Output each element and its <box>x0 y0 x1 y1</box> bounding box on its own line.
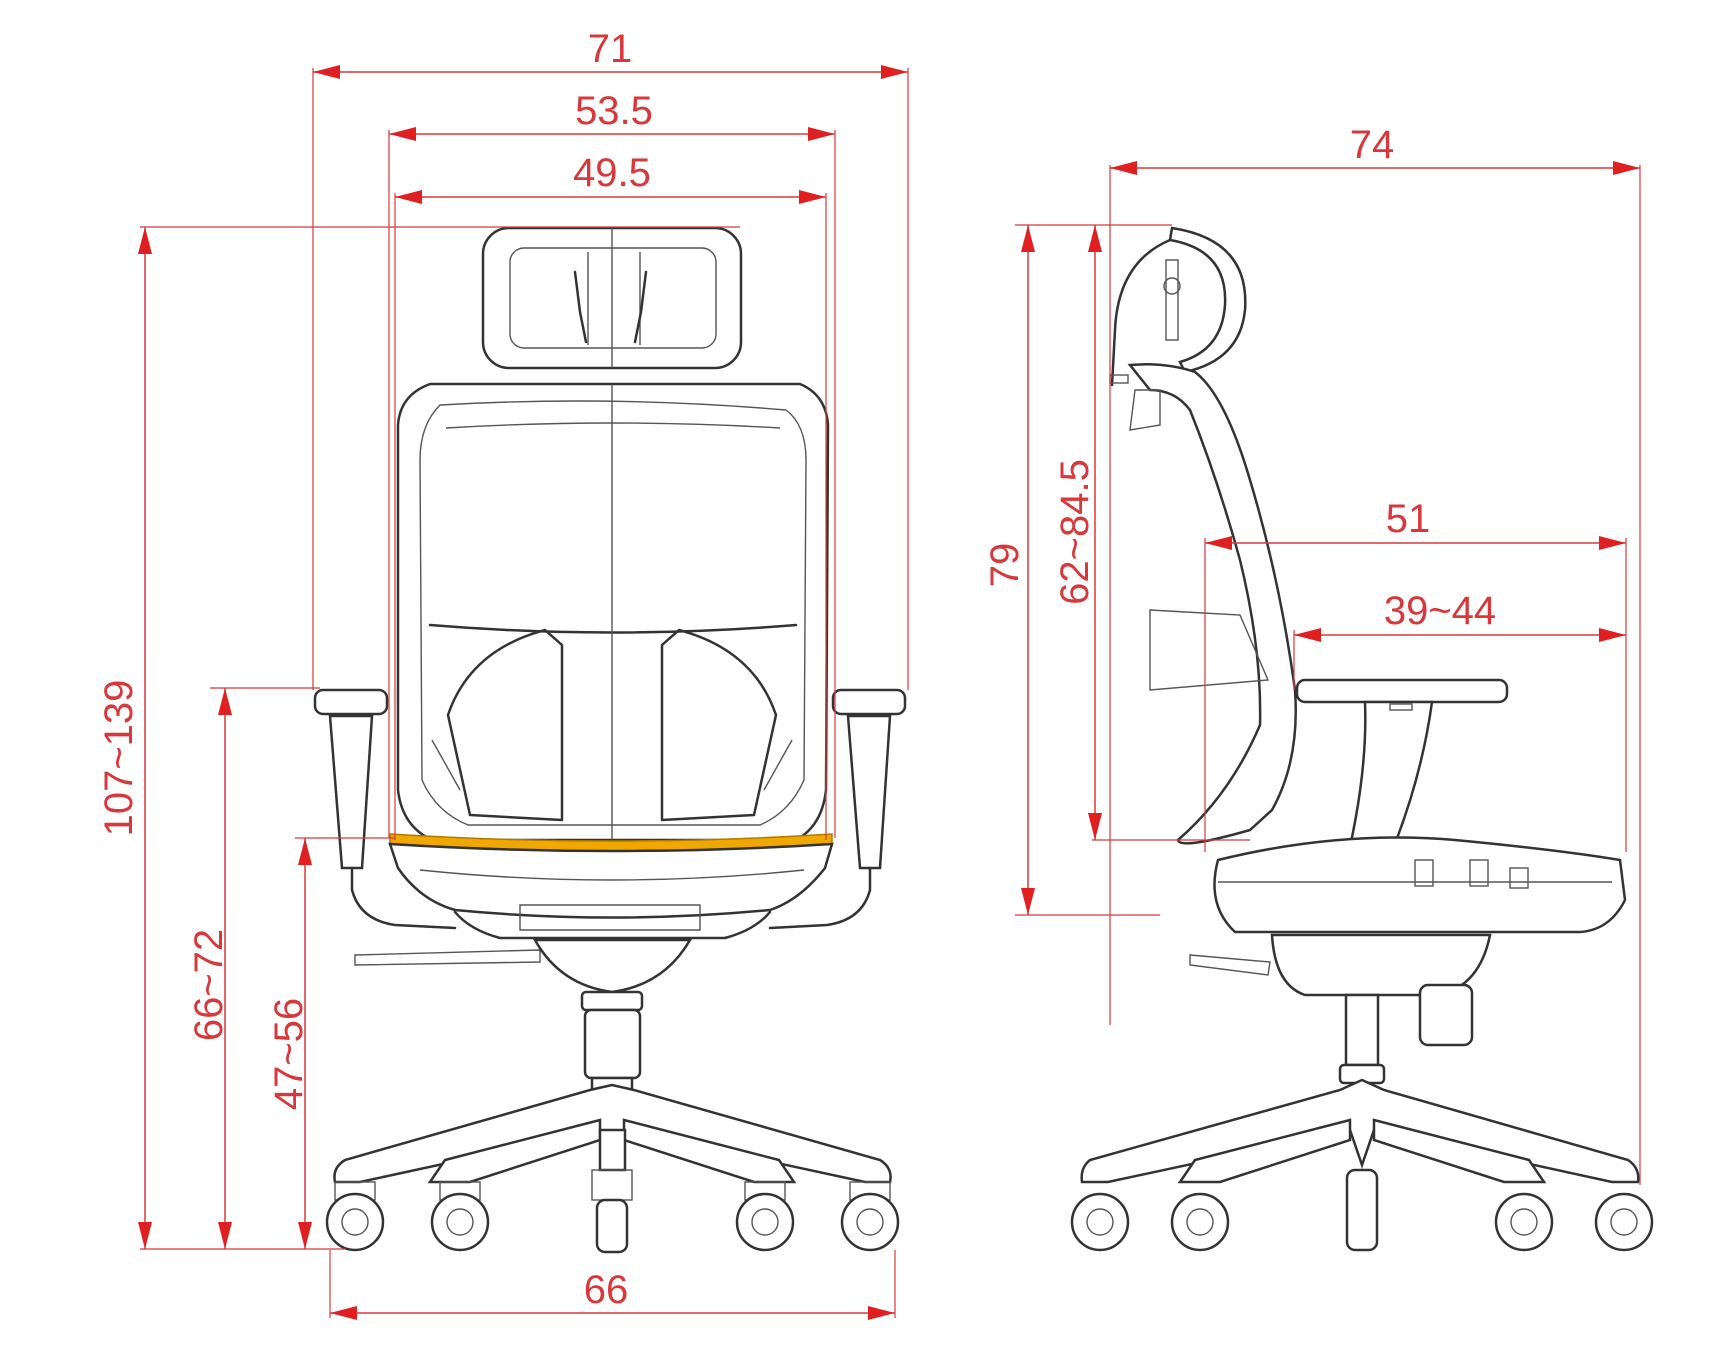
dim-79 <box>1021 225 1035 915</box>
side-base <box>1080 1078 1640 1184</box>
front-caster-2 <box>430 1181 490 1252</box>
label-back-height: 79 <box>983 543 1027 588</box>
side-mechanism <box>1189 933 1492 1047</box>
label-back-inner-width: 49.5 <box>573 151 651 195</box>
front-headrest <box>481 226 743 370</box>
dim-74 <box>1110 161 1640 175</box>
front-base <box>333 1083 892 1184</box>
label-overall-depth: 74 <box>1350 123 1395 167</box>
label-seat-height: 47~56 <box>267 998 311 1110</box>
front-caster-4 <box>735 1181 795 1252</box>
side-backrest <box>1127 363 1297 845</box>
label-armrest-height: 66~72 <box>187 929 231 1041</box>
dim-39-44 <box>1294 628 1626 642</box>
dim-47-56 <box>298 838 312 1249</box>
side-caster-2 <box>1170 1192 1230 1252</box>
dim-62-84-5 <box>1088 225 1102 840</box>
side-headrest <box>1109 226 1247 387</box>
dim-66-72 <box>218 688 232 1249</box>
label-back-outer-width: 53.5 <box>575 89 653 133</box>
side-seat <box>1213 836 1627 934</box>
dim-51 <box>1205 536 1626 550</box>
dim-66 <box>330 1306 895 1320</box>
front-gas-cylinder <box>580 990 644 1094</box>
dimension-labels: 71 53.5 49.5 107~139 66~72 47~56 66 74 5… <box>97 27 1496 1312</box>
front-caster-5 <box>840 1181 900 1252</box>
front-seat <box>388 842 834 940</box>
side-caster-3 <box>1345 1168 1379 1252</box>
front-armrest-left <box>313 688 457 930</box>
label-overall-height: 107~139 <box>97 680 141 837</box>
front-caster-3 <box>591 1169 633 1254</box>
front-armrest-right <box>768 688 907 930</box>
label-arm-span: 51 <box>1386 497 1431 541</box>
label-back-adjust-height: 62~84.5 <box>1053 459 1097 605</box>
dim-107-139 <box>138 227 152 1249</box>
side-view <box>1070 226 1654 1252</box>
label-overall-width: 71 <box>588 27 633 71</box>
side-caster-5 <box>1594 1192 1654 1252</box>
dim-71 <box>313 65 908 79</box>
front-tilt-lever <box>354 949 541 966</box>
front-mechanism <box>532 938 693 994</box>
dimension-lines <box>138 65 1641 1320</box>
dim-49-5 <box>395 190 826 204</box>
side-gas-cylinder <box>1338 993 1386 1085</box>
side-caster-4 <box>1494 1192 1554 1252</box>
label-seat-depth: 39~44 <box>1384 589 1496 633</box>
dim-53-5 <box>389 127 835 141</box>
front-view <box>313 226 907 1254</box>
side-caster-1 <box>1070 1192 1130 1252</box>
front-caster-1 <box>325 1181 385 1252</box>
front-backrest <box>396 382 830 842</box>
label-base-width: 66 <box>584 1268 629 1312</box>
